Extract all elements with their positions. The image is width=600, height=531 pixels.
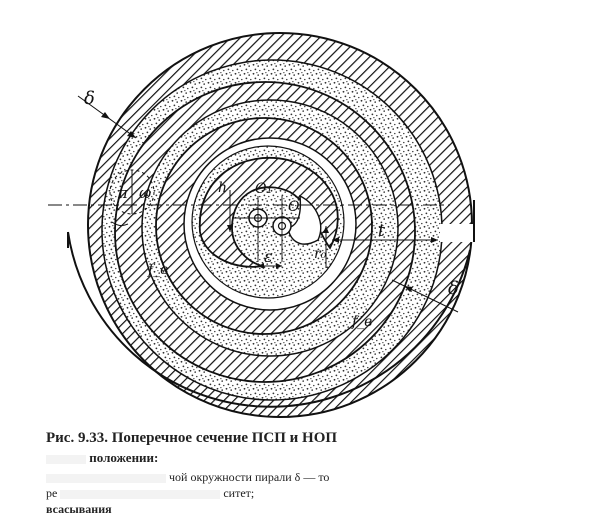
label-pi: π <box>117 184 129 202</box>
center-points <box>232 196 300 262</box>
epsilon-dimension <box>258 263 282 269</box>
caption-line-2-text: ре <box>46 486 58 500</box>
delta-right-leader <box>391 279 459 313</box>
caption-line-1-text: чой окружности пирали δ — то <box>169 470 330 484</box>
caption-line-2b-text: ситет; <box>223 486 255 500</box>
pi-omega-marker <box>109 169 155 227</box>
label-delta-top: δ <box>84 88 95 109</box>
label-o1: O₁ <box>255 181 272 197</box>
label-epsilon: ε <box>264 247 273 266</box>
t-dimension <box>332 237 438 243</box>
outer-wall-opening <box>440 224 478 242</box>
delta-top-leader <box>77 95 137 139</box>
label-o: O <box>288 199 300 215</box>
caption-subtitle-text: положении: <box>89 450 159 465</box>
h-dimension <box>227 190 233 232</box>
figure-caption-line-3: всасывания <box>46 502 112 516</box>
label-fv-left: f_в <box>147 262 168 278</box>
figure-caption-line-2: ре ситет; <box>46 486 566 501</box>
label-delta-right: δ <box>448 278 459 299</box>
label-t: t <box>378 221 385 241</box>
label-omega: ω <box>139 184 151 202</box>
label-fv-right: f_в <box>351 314 372 330</box>
label-h: h <box>218 180 227 196</box>
spiral-body <box>87 32 473 418</box>
figure-caption-title: Рис. 9.33. Поперечное сечение ПСП и НОП <box>46 430 338 446</box>
label-r0: r₀ <box>314 246 327 262</box>
figure-caption-subtitle: положении: <box>46 450 566 466</box>
figure-caption-line-1: чой окружности пирали δ — то <box>46 470 566 485</box>
r0-dimension <box>323 226 329 268</box>
casing-outline <box>67 231 471 408</box>
